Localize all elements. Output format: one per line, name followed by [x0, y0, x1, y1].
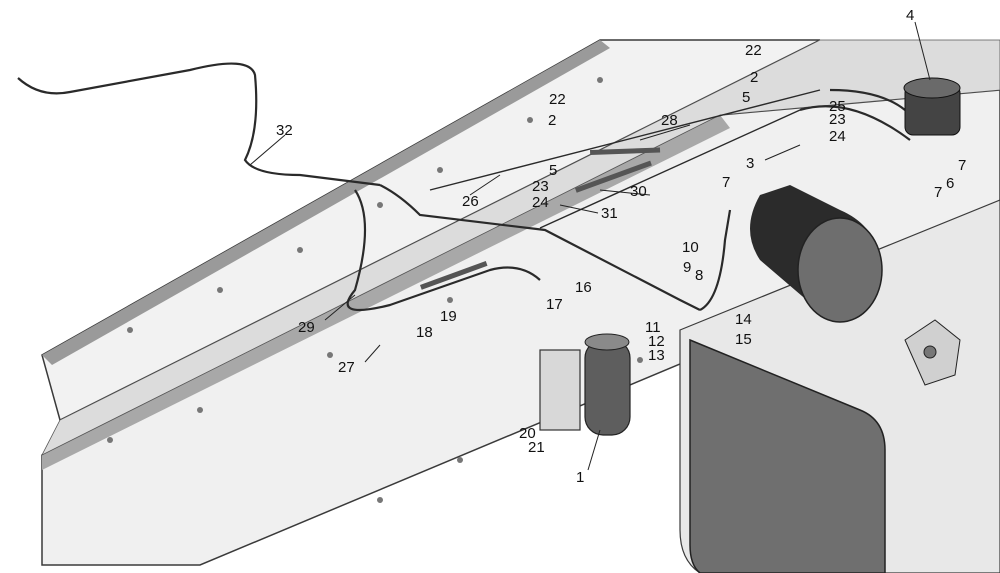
hose-lower	[420, 261, 488, 290]
callout-7: 7	[722, 174, 730, 191]
frame-hole	[297, 247, 303, 253]
hose-fittings	[420, 147, 661, 290]
air-dryer-body	[584, 339, 631, 436]
callout-28: 28	[661, 112, 678, 129]
frame-hole	[457, 457, 463, 463]
upper-frame-rail-shadow	[42, 40, 610, 365]
callout-29: 29	[298, 319, 315, 336]
frame-hole	[377, 202, 383, 208]
callout-11: 11	[645, 319, 661, 336]
callout-12: 12	[648, 333, 665, 350]
callout-7: 7	[958, 157, 966, 174]
air-tank-end	[797, 217, 883, 323]
callout-7: 7	[934, 184, 942, 201]
callout-24: 24	[532, 194, 549, 211]
callout-13: 13	[648, 347, 665, 364]
frame-hole	[127, 327, 133, 333]
leader-28	[639, 124, 691, 141]
callout-25: 25	[829, 98, 846, 115]
callout-3: 3	[746, 155, 754, 172]
leader-4	[914, 21, 931, 81]
callout-1: 1	[576, 469, 584, 486]
lower-tank	[689, 338, 886, 573]
frame-hole	[597, 77, 603, 83]
callout-4: 4	[906, 7, 914, 24]
frame-hole	[107, 437, 113, 443]
callout-6: 6	[946, 175, 954, 192]
callout-22: 22	[745, 42, 762, 59]
callout-16: 16	[575, 279, 592, 296]
frame-hole	[437, 167, 443, 173]
hose-31	[575, 160, 652, 193]
callout-labels: 1 2 2 3 4 5 5 6 7 7 7 8 9 10 11 12 13 14…	[276, 7, 966, 486]
callout-15: 15	[735, 331, 752, 348]
air-dryer-bracket	[539, 349, 581, 431]
callout-10: 10	[682, 239, 699, 256]
bracket-bolt	[923, 345, 937, 359]
air-tank	[750, 185, 883, 323]
pipe-29	[346, 189, 541, 312]
pipe-main	[379, 184, 701, 311]
frame-holes	[107, 77, 643, 503]
leader-32	[249, 134, 286, 166]
pipe-to-tank	[699, 209, 732, 311]
pipe-30	[539, 109, 801, 229]
frame-hole	[447, 297, 453, 303]
hose-upper	[590, 147, 661, 155]
callout-19: 19	[440, 308, 457, 325]
callout-5: 5	[742, 89, 750, 106]
air-dryer	[539, 333, 631, 436]
leader-lines	[249, 21, 931, 471]
callout-5: 5	[549, 162, 557, 179]
leader-31	[559, 204, 599, 214]
callout-26: 26	[462, 193, 479, 210]
frame-hole	[197, 407, 203, 413]
air-dryer-cap	[584, 333, 630, 351]
callout-31: 31	[601, 205, 618, 222]
frame-hole	[527, 117, 533, 123]
air-pipes	[17, 62, 911, 312]
valve-4-top	[903, 77, 961, 99]
pipe-top-right	[799, 105, 911, 141]
callout-22: 22	[549, 91, 566, 108]
frame-hole	[637, 357, 643, 363]
callout-2: 2	[750, 69, 758, 86]
callout-2: 2	[548, 112, 556, 129]
callout-9: 9	[683, 259, 691, 276]
leader-1	[587, 429, 601, 471]
pipe-right-branch	[829, 88, 906, 111]
frame-hole	[327, 352, 333, 358]
leader-3	[764, 144, 801, 161]
bracket-lower-right	[904, 319, 961, 386]
leader-30	[599, 189, 651, 196]
callout-32: 32	[276, 122, 293, 139]
callout-14: 14	[735, 311, 752, 328]
callout-23: 23	[532, 178, 549, 195]
callout-23: 23	[829, 111, 846, 128]
leader-29	[324, 294, 356, 321]
callout-17: 17	[546, 296, 563, 313]
leader-27	[364, 344, 381, 363]
frame-web-shading	[41, 39, 1000, 456]
callout-20: 20	[519, 425, 536, 442]
callout-24: 24	[829, 128, 846, 145]
pipe-28	[429, 89, 821, 191]
frame-hole	[377, 497, 383, 503]
lower-frame-rail-top-shadow	[42, 115, 730, 470]
callout-8: 8	[695, 267, 703, 284]
callout-21: 21	[528, 439, 545, 456]
callout-18: 18	[416, 324, 433, 341]
pipe-32	[17, 62, 381, 187]
frame-hole	[217, 287, 223, 293]
leader-26	[469, 174, 501, 196]
callout-30: 30	[630, 183, 647, 200]
callout-27: 27	[338, 359, 355, 376]
valve-assembly	[903, 77, 961, 136]
